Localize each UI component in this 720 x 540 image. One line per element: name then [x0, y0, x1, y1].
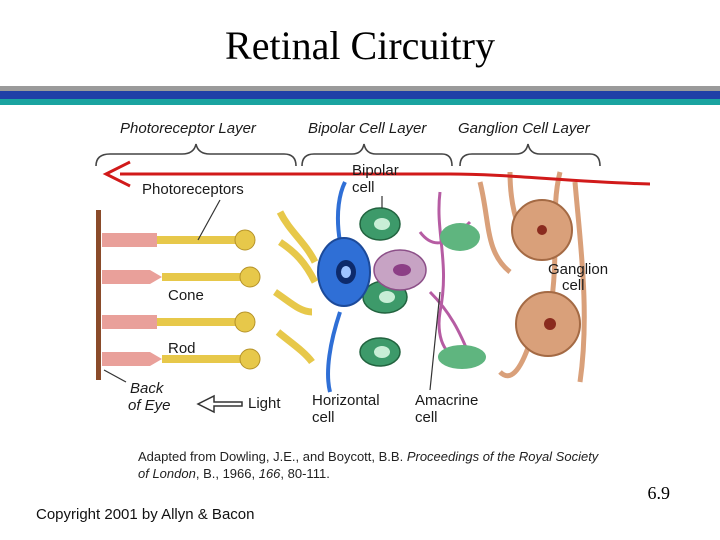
horizontal-cell — [317, 181, 371, 393]
bipolar-layer-label: Bipolar Cell Layer — [308, 120, 427, 137]
signal-direction-arrowhead — [102, 160, 131, 188]
horizontal-label-line2: cell — [312, 409, 335, 426]
light-arrow — [196, 394, 243, 414]
ganglion-label-line1: Ganglion — [548, 261, 608, 278]
bipolar-label-line2: cell — [352, 179, 375, 196]
photoreceptor-cells — [102, 229, 261, 370]
caption-prefix: Adapted from Dowling, J.E., and Boycott,… — [138, 449, 407, 464]
amacrine-soma — [440, 223, 480, 251]
back-of-eye-label-line2: of Eye — [128, 397, 171, 414]
back-of-eye-pointer — [103, 369, 127, 383]
cone-label: Cone — [168, 287, 204, 304]
header-rule-gray — [0, 86, 720, 91]
slide-number: 6.9 — [647, 483, 671, 503]
caption-volume: 166 — [258, 466, 281, 481]
retina-diagram: Photoreceptor Layer Bipolar Cell Layer G… — [90, 112, 650, 432]
back-of-eye-wall — [96, 210, 101, 380]
caption-journal: Proceedings of the Royal Society of Lond… — [138, 449, 599, 481]
light-label: Light — [248, 395, 281, 412]
amacrine-label-line2: cell — [415, 409, 438, 426]
horizontal-label-line1: Horizontal — [312, 392, 380, 409]
ganglion-cells — [477, 171, 587, 383]
header-rule-blue — [0, 91, 720, 99]
amacrine-cell — [418, 191, 472, 358]
photoreceptor-terminals — [273, 210, 319, 365]
source-caption: Adapted from Dowling, J.E., and Boycott,… — [138, 448, 608, 482]
photoreceptor-layer-brace — [95, 143, 297, 167]
ganglion-layer-brace — [459, 143, 601, 167]
photoreceptors-label: Photoreceptors — [142, 181, 244, 198]
slide-title: Retinal Circuitry — [225, 23, 495, 68]
amacrine-pointer — [429, 291, 441, 391]
bipolar-layer-brace — [301, 143, 453, 167]
amacrine-label-line1: Amacrine — [415, 392, 478, 409]
rod-label: Rod — [168, 340, 196, 357]
bipolar-label-line1: Bipolar — [352, 162, 399, 179]
ganglion-layer-label: Ganglion Cell Layer — [458, 120, 591, 137]
header-rule-teal — [0, 99, 720, 105]
bipolar-cells — [359, 207, 427, 367]
back-of-eye-label-line1: Back — [130, 380, 165, 397]
retina-diagram-svg: Photoreceptor Layer Bipolar Cell Layer G… — [95, 120, 650, 426]
caption-suffix: , 80-111. — [280, 466, 330, 481]
photoreceptors-pointer — [197, 199, 221, 241]
ganglion-label-line2: cell — [562, 277, 585, 294]
signal-direction-arrow — [120, 172, 650, 186]
caption-middle: , B., 1966, — [195, 466, 259, 481]
amacrine-body-lower — [438, 345, 486, 369]
photoreceptor-layer-label: Photoreceptor Layer — [120, 120, 257, 137]
copyright-notice: Copyright 2001 by Allyn & Bacon — [36, 506, 255, 523]
